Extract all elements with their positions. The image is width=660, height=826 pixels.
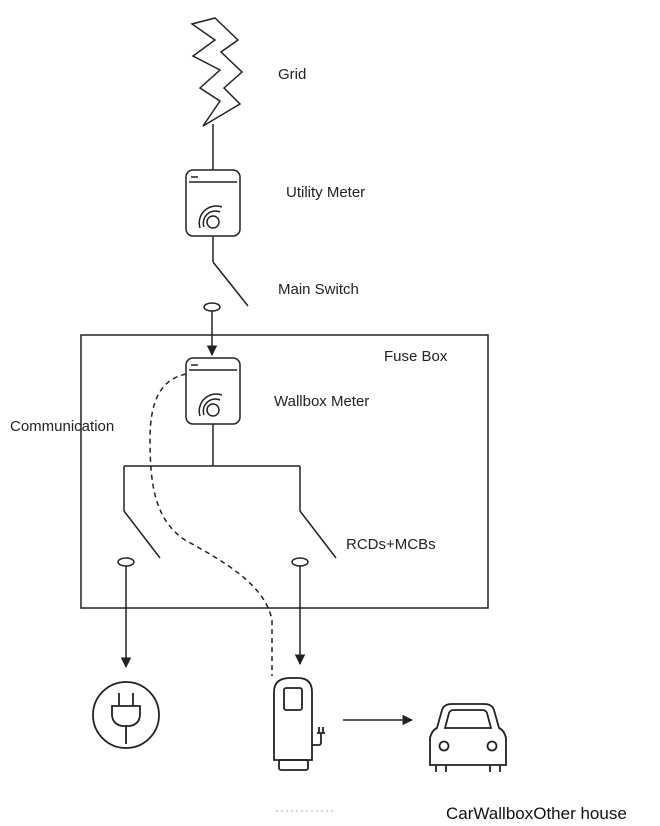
breaker-left-contact [117,557,135,567]
utility-meter-icon [185,169,241,237]
breaker-right-contact [291,557,309,567]
communication-line [149,373,273,676]
grid-label: Grid [278,66,306,83]
fuse-box-frame [80,334,489,609]
wallbox-meter-label: Wallbox Meter [274,393,369,410]
wallbox-meter-icon [185,357,241,425]
communication-label: Communication [10,418,114,435]
breaker-left-blade [123,510,161,559]
charger-icon [273,677,325,771]
utility-meter-label: Utility Meter [286,184,365,201]
breaker-right-blade [299,510,337,559]
rcds-mcbs-label: RCDs+MCBs [346,536,436,553]
main-switch-label: Main Switch [278,281,359,298]
main-switch-contact [203,302,221,312]
fuse-box-label: Fuse Box [384,348,448,365]
lightning-icon [190,17,244,127]
plug-socket-icon [92,681,160,749]
main-switch-blade [212,261,249,307]
caption-text: CarWallboxOther house [446,804,627,823]
car-icon [429,703,507,772]
